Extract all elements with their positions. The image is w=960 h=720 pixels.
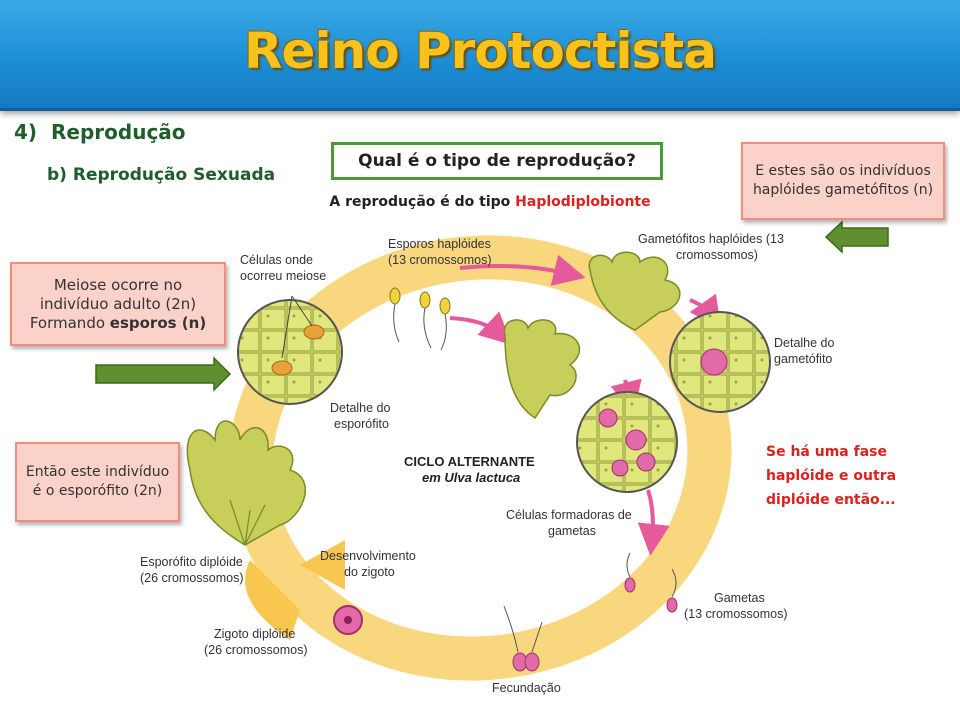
label-detalhe-gametofito-2: gametófito (774, 352, 832, 366)
arrow-right-green (95, 356, 232, 392)
label-gametas-2: (13 cromossomos) (684, 607, 788, 621)
label-zigoto-1: Zigoto diplóide (214, 627, 295, 641)
center-title: CICLO ALTERNANTE (404, 454, 535, 469)
label-detalhe-esporofito-2: esporófito (334, 417, 389, 431)
ring-arrow-left (300, 540, 345, 590)
label-desenvolvimento-1: Desenvolvimento (320, 549, 416, 563)
pink-arrows (449, 254, 722, 556)
answer-prefix: A reprodução é do tipo (329, 194, 516, 210)
label-gametas-1: Gametas (714, 591, 765, 605)
center-subtitle-species: Ulva lactuca (444, 470, 520, 485)
gametophyte-thallus-middle (503, 319, 581, 420)
green-arrows (95, 220, 889, 392)
arrow-left-green (824, 220, 889, 254)
title-banner: Reino Protoctista (0, 0, 960, 111)
callout-gametofitos: E estes são os indivíduos haplóides game… (741, 142, 945, 220)
gametophyte-thallus-top (588, 251, 681, 331)
section-number: 4) (14, 120, 38, 144)
callout-meiose-line1: Meiose ocorre no indivíduo adulto (2n) (39, 275, 197, 313)
label-celulas-gametas-2: gametas (548, 524, 596, 538)
label-celulas-meiose-1: Células onde (240, 253, 313, 267)
question-box: Qual é o tipo de reprodução? (331, 142, 663, 180)
label-esporofito-1: Esporófito diplóide (140, 555, 243, 569)
ring-arrow-head (245, 560, 300, 640)
section-title: Reprodução (51, 120, 186, 144)
section-heading: 4) Reprodução (14, 120, 186, 144)
label-zigoto-2: (26 cromossomos) (204, 643, 308, 657)
fecundation (503, 605, 543, 672)
callout-esporofito: Então este indivíduo é o esporófito (2n) (15, 442, 180, 522)
sporophyte-detail-circle (237, 295, 343, 405)
center-subtitle: em Ulva lactuca (422, 470, 520, 485)
diagram-labels: Células onde ocorreu meiose Esporos hapl… (140, 232, 835, 695)
label-gametofitos-1: Gametófitos haplóides (13 (638, 232, 784, 246)
gametophyte-detail-circle (669, 311, 771, 413)
label-gametofitos-2: cromossomos) (676, 248, 758, 262)
spores (389, 287, 451, 351)
zygote (333, 605, 363, 635)
label-fecundacao: Fecundação (492, 681, 561, 695)
gametes (624, 552, 678, 613)
callout-meiose-line2: Formando (29, 313, 110, 332)
sporophyte-thallus (186, 420, 306, 546)
label-esporos-2: (13 cromossomos) (388, 253, 492, 267)
center-subtitle-prefix: em (422, 470, 444, 485)
label-detalhe-gametofito-1: Detalhe do (774, 336, 835, 350)
answer-highlight: Haplodiplobionte (515, 194, 651, 210)
callout-meiose-bold: esporos (n) (109, 313, 207, 332)
answer-text: A reprodução é do tipo Haplodiplobionte (310, 194, 670, 210)
note-fase-haploide: Se há uma fase haplóide e outra diplóide… (766, 444, 897, 508)
page-title: Reino Protoctista (244, 22, 717, 80)
label-celulas-meiose-2: ocorreu meiose (240, 269, 326, 283)
gamete-cells-circle (576, 391, 678, 493)
callout-meiose: Meiose ocorre no indivíduo adulto (2n) F… (10, 262, 226, 346)
label-celulas-gametas-1: Células formadoras de (506, 508, 632, 522)
label-esporofito-2: (26 cromossomos) (140, 571, 244, 585)
section-subtitle: b) Reprodução Sexuada (47, 165, 276, 185)
label-desenvolvimento-2: do zigoto (344, 565, 395, 579)
label-esporos-1: Esporos haplóides (388, 237, 491, 251)
label-detalhe-esporofito-1: Detalhe do (330, 401, 391, 415)
